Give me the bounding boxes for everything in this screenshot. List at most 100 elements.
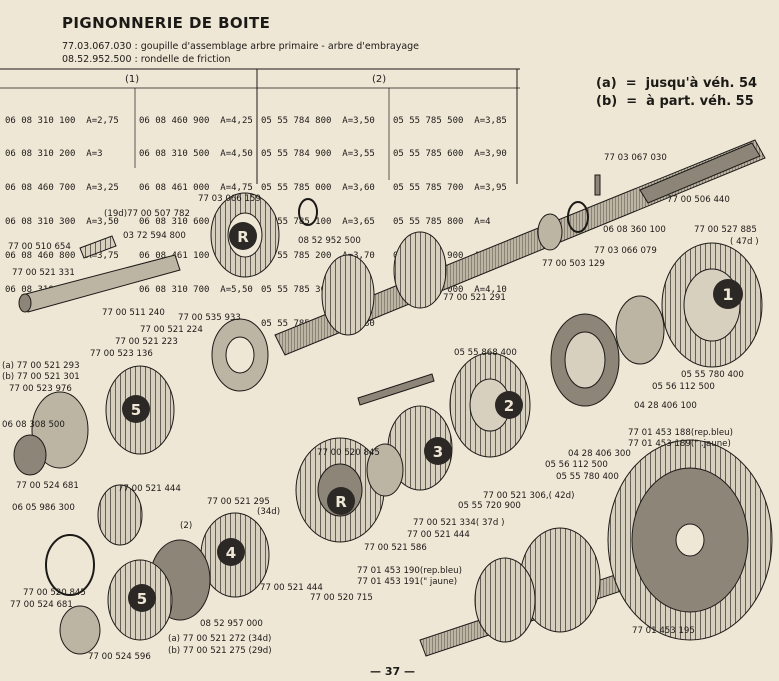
bearing-upper: [537, 213, 563, 251]
callout: 04 28 406 300: [568, 449, 631, 459]
legend-b: (b) = à part. véh. 55: [596, 94, 754, 109]
callout: 05 56 112 500: [652, 382, 715, 392]
nut-primary: [13, 434, 47, 476]
table-cell: 06 08 310 500 A=4,50: [139, 149, 253, 160]
callout: ( 47d ): [730, 237, 759, 247]
callout: 77 00 521 444: [407, 530, 470, 540]
synchro-5: [31, 391, 89, 469]
svg-text:1: 1: [722, 285, 733, 304]
table-cell: 05 55 784 800 A=3,50: [261, 115, 375, 126]
gear-badge-5-upper: 5: [122, 395, 150, 423]
callout: 05 55 720 900: [458, 501, 521, 511]
synchro-1: [615, 295, 665, 365]
table-rules: [0, 68, 520, 184]
nut-secondary: [59, 605, 101, 655]
callout: 77 01 453 191(" jaune): [357, 577, 458, 587]
callout: 77 00 521 223: [115, 337, 178, 347]
callout: 77 00 524 681: [10, 600, 73, 610]
callout: 77 00 523 976: [9, 384, 72, 394]
callout: 77 00 524 681: [16, 481, 79, 491]
callout: 77 00 535 933: [178, 313, 241, 323]
svg-text:5: 5: [131, 401, 141, 419]
callout: 06 08 308 500: [2, 420, 65, 430]
svg-text:3: 3: [433, 443, 443, 461]
table-cell: 06 08 310 700 A=5,50: [139, 285, 253, 296]
primary-gear-b: [393, 231, 447, 309]
callout: (a) 77 00 521 272 (34d): [168, 634, 272, 644]
callout: 77 00 520 715: [310, 593, 373, 603]
table-cell: 06 08 460 700 A=3,25: [5, 183, 119, 194]
callout: 77 00 521 306,( 42d): [483, 491, 575, 501]
synchro-ring-mid: [366, 443, 404, 497]
callout: 08 52 952 500: [298, 236, 361, 246]
table-cell: 05 55 785 800 A=4: [393, 217, 491, 228]
callout: 77 01 453 189(" .jaune): [628, 439, 731, 449]
callout: (2): [180, 521, 193, 531]
callout: 04 28 406 100: [634, 401, 697, 411]
callout: 77 00 523 136: [90, 349, 153, 359]
table-cell: 06 08 460 900 A=4,25: [139, 115, 253, 126]
callout: 77 03 067 030: [604, 153, 667, 163]
callout: 77 01 453 195: [632, 626, 695, 636]
table-cell: 06 08 310 200 A=3: [5, 149, 103, 160]
clutch-shaft: [18, 254, 181, 313]
page-number: — 37 —: [370, 665, 415, 678]
callout: (b) 77 00 521 301: [2, 372, 80, 382]
gear-badge-reverse-lower: R: [327, 487, 355, 515]
synchro-ring-lower: [97, 484, 143, 546]
table-header-group-1: (1): [125, 74, 140, 85]
callout: 77 01 453 190(rep.bleu): [357, 566, 462, 576]
gear-badge-3: 3: [424, 437, 452, 465]
detent-spring: [79, 235, 117, 259]
callout: 77 03 066 159: [198, 194, 261, 204]
callout: 08 52 957 000: [200, 619, 263, 629]
callout: 77 00 521 291: [443, 293, 506, 303]
svg-text:4: 4: [226, 544, 236, 562]
table-cell: 06 08 310 100 A=2,75: [5, 115, 119, 126]
callout: (b) 77 00 521 275 (29d): [168, 646, 272, 656]
callout: 77 00 521 444: [260, 583, 323, 593]
callout: 77 00 527 885: [694, 225, 757, 235]
callout: 77 00 524 596: [88, 652, 151, 662]
svg-text:5: 5: [137, 590, 147, 608]
callout: 05 55 780 400: [556, 472, 619, 482]
selector-rod: [357, 373, 435, 406]
callout: 06 05 986 300: [12, 503, 75, 513]
legend-a: (a) = jusqu'à véh. 54: [596, 76, 758, 91]
assembly-pin: [594, 174, 601, 196]
callout: 77 03 066 079: [594, 246, 657, 256]
table-header-group-2: (2): [372, 74, 387, 85]
circlip-upper: [567, 201, 589, 233]
callout: 77 00 520 845: [23, 588, 86, 598]
callout: (19d)77 00 507 782: [104, 209, 190, 219]
reference-line-2: 08.52.952.500 : rondelle de friction: [62, 54, 231, 65]
gear-badge-1: 1: [713, 279, 743, 309]
callout: 06 08 360 100: [603, 225, 666, 235]
svg-text:R: R: [335, 493, 347, 511]
table-cell: 05 55 785 500 A=3,85: [393, 115, 507, 126]
callout: 77 00 521 295: [207, 497, 270, 507]
table-cell: 05 55 784 900 A=3,55: [261, 149, 375, 160]
callout: 77 00 521 331: [12, 268, 75, 278]
callout: 05 55 868 400: [454, 348, 517, 358]
table-cell: 05 55 785 000 A=3,60: [261, 183, 375, 194]
page-title: PIGNONNERIE DE BOITE: [62, 14, 271, 32]
callout: 05 56 112 500: [545, 460, 608, 470]
callout: 77 00 520 845: [317, 448, 380, 458]
table-cell: 05 55 785 600 A=3,90: [393, 149, 507, 160]
gear-badge-4: 4: [217, 538, 245, 566]
callout: (34d): [257, 507, 281, 517]
callout: 77 00 521 224: [140, 325, 203, 335]
table-cell: 06 08 461 000 A=4,75: [139, 183, 253, 194]
callout: 77 00 503 129: [542, 259, 605, 269]
callout: 77 00 511 240: [102, 308, 165, 318]
table-cell: 05 55 785 700 A=3,95: [393, 183, 507, 194]
svg-text:2: 2: [504, 397, 514, 415]
svg-text:R: R: [237, 228, 249, 246]
friction-washer: [298, 198, 318, 226]
primary-shaft: [274, 139, 766, 356]
gear-badge-reverse-upper: R: [229, 222, 257, 250]
callout: 77 00 506 440: [667, 195, 730, 205]
